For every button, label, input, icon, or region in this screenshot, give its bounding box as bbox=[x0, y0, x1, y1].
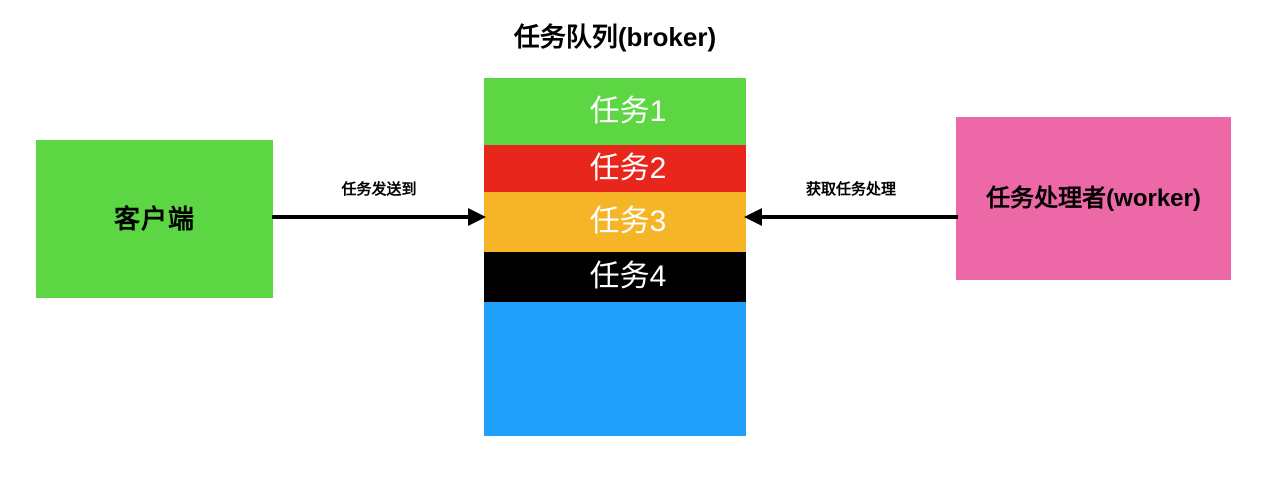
queue-slot-task2-label: 任务2 bbox=[589, 151, 667, 185]
arrow-worker-to-broker-icon bbox=[744, 205, 958, 229]
queue-slot-task2[interactable]: 任务2 bbox=[484, 145, 746, 192]
node-client[interactable]: 客户端 bbox=[36, 140, 273, 298]
node-worker-label: 任务处理者(worker) bbox=[986, 184, 1201, 212]
broker-queue-title: 任务队列(broker) bbox=[513, 22, 717, 52]
node-worker[interactable]: 任务处理者(worker) bbox=[956, 117, 1231, 280]
edge-label-task-send: 任务发送到 bbox=[341, 181, 417, 198]
queue-slot-task4-label: 任务4 bbox=[589, 260, 667, 293]
node-client-label: 客户端 bbox=[113, 204, 195, 234]
broker-queue-stack: 任务1 任务2 任务3 任务4 bbox=[484, 78, 746, 436]
queue-slot-task3[interactable]: 任务3 bbox=[484, 192, 746, 252]
queue-slot-task1[interactable]: 任务1 bbox=[484, 78, 746, 145]
queue-slot-task3-label: 任务3 bbox=[589, 205, 667, 238]
queue-slot-task1-label: 任务1 bbox=[589, 94, 667, 128]
queue-slot-empty[interactable] bbox=[484, 302, 746, 436]
edge-label-task-fetch: 获取任务处理 bbox=[805, 181, 896, 198]
arrow-client-to-broker-icon bbox=[272, 205, 486, 229]
queue-slot-task4[interactable]: 任务4 bbox=[484, 252, 746, 302]
